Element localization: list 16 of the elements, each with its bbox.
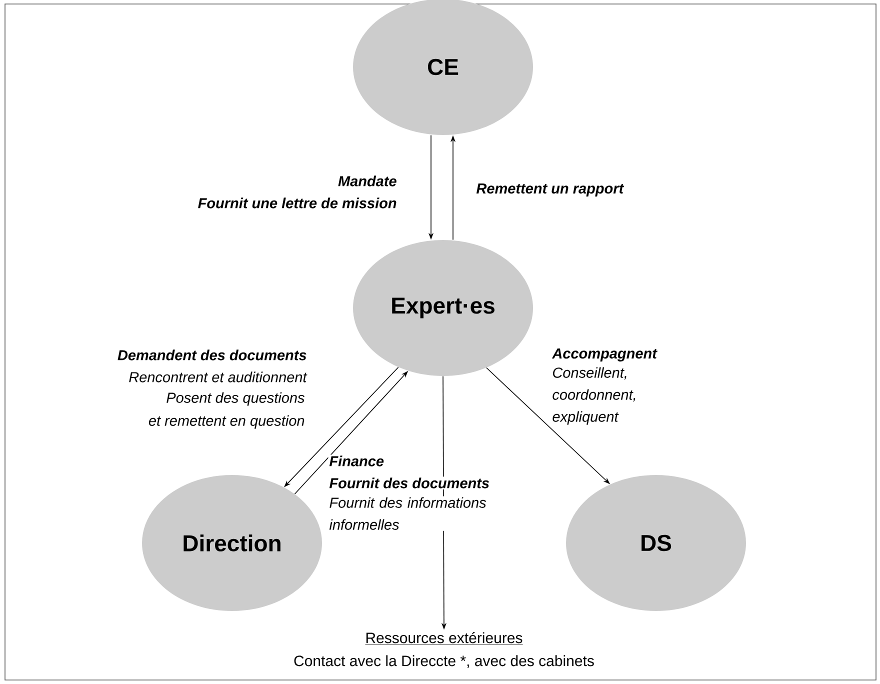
annotation-text: Finance	[328, 454, 385, 468]
annotation-text: Posent des questions	[165, 391, 306, 407]
ellipse-node: Direction	[142, 475, 322, 611]
annotation-text: Fournit des informations informelles	[328, 496, 490, 531]
annotation-text: Fournit des documents	[328, 476, 491, 490]
annotation-text: et remettent en question	[147, 414, 306, 430]
text-node: Ressources extérieures Contact avec la Direccte *, avec des cabinets	[294, 632, 594, 668]
annotation-text: Rencontrent et auditionnent	[128, 370, 308, 384]
annotation-text: Mandate	[337, 174, 398, 188]
ellipse-node: Expert·es	[353, 240, 533, 376]
annotation-text: Remettent un rapport	[475, 182, 625, 198]
annotation-text: Fournit une lettre de mission	[196, 196, 398, 210]
annotation-text: Conseillent, coordonnent, expliquent	[551, 366, 648, 426]
ellipse-node: DS	[566, 475, 746, 611]
annotation-text: Accompagnent	[551, 348, 658, 362]
annotation-text: Demandent des documents	[116, 348, 308, 362]
